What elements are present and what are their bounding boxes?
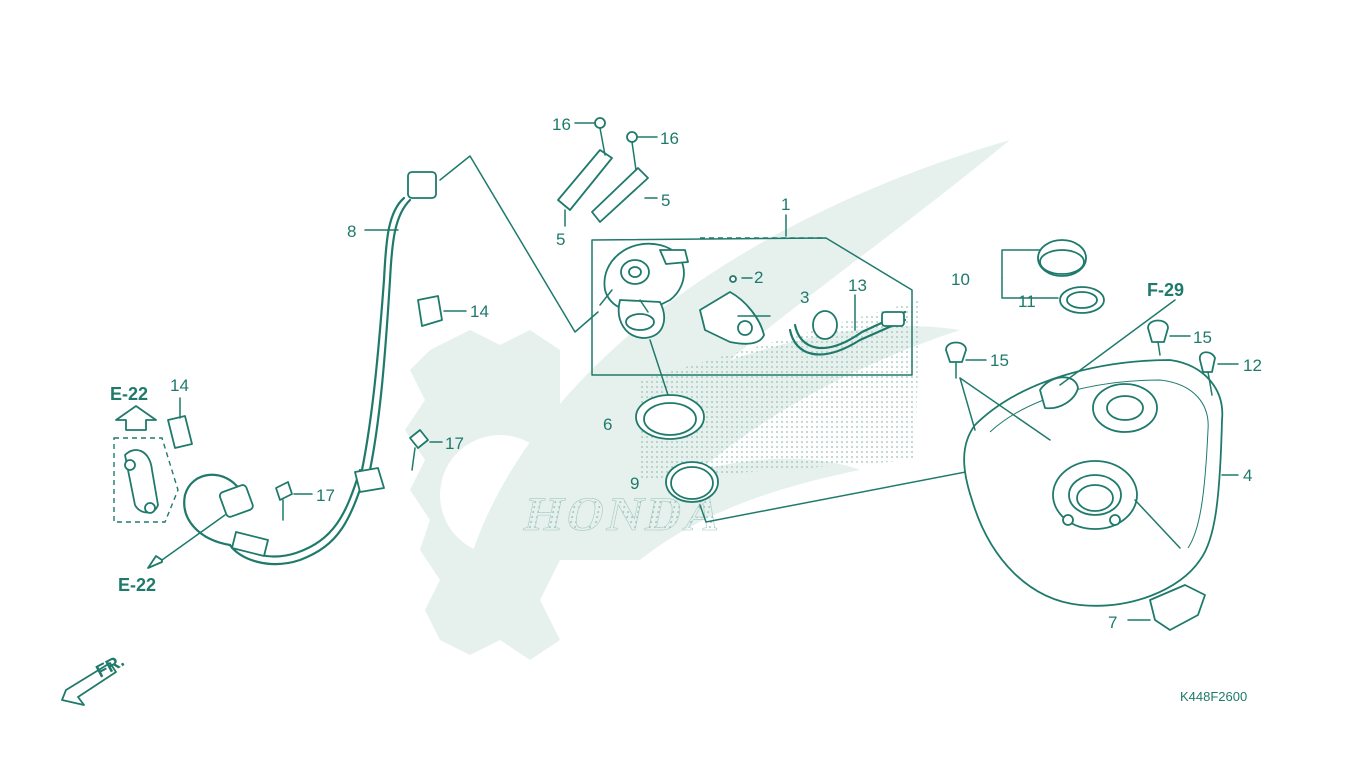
callout-15-right[interactable]: 15: [1193, 328, 1212, 347]
callout-12[interactable]: 12: [1243, 356, 1262, 375]
callout-15-left[interactable]: 15: [990, 351, 1009, 370]
tank-fasteners: [945, 299, 1239, 631]
reference-e22-bottom[interactable]: E-22: [118, 575, 156, 595]
fuel-filter-plate: [699, 275, 771, 345]
diagram-code: K448F2600: [1180, 689, 1247, 704]
callout-14-left[interactable]: 14: [170, 376, 189, 395]
fuel-pump-unit: [599, 242, 689, 339]
callout-17-upper[interactable]: 17: [445, 434, 464, 453]
e22-bracket: [113, 397, 226, 569]
callout-5-right[interactable]: 5: [661, 191, 670, 210]
fuel-cap-parts: [1001, 239, 1105, 314]
callout-9[interactable]: 9: [630, 474, 639, 493]
wire-harness: [788, 294, 907, 356]
callout-17-lower[interactable]: 17: [316, 486, 335, 505]
callout-3[interactable]: 3: [800, 288, 809, 307]
wing-watermark-icon: [470, 140, 1010, 560]
callout-1[interactable]: 1: [781, 195, 790, 214]
callout-16-left[interactable]: 16: [552, 115, 571, 134]
pump-seal-rings: [635, 339, 1086, 523]
callout-4[interactable]: 4: [1243, 466, 1252, 485]
front-arrow: [61, 662, 117, 706]
clip-plates: [557, 117, 658, 227]
callout-16-right[interactable]: 16: [660, 129, 679, 148]
fuel-pump-cable: [183, 155, 599, 566]
callout-13[interactable]: 13: [848, 276, 867, 295]
callout-2[interactable]: 2: [754, 268, 763, 287]
callout-8[interactable]: 8: [347, 222, 356, 241]
fuel-pump-assembly-box: [591, 214, 913, 376]
reference-e22-top[interactable]: E-22: [110, 384, 148, 404]
fuel-tank: [963, 359, 1239, 607]
callout-6[interactable]: 6: [603, 415, 612, 434]
honda-watermark: HONDA: [405, 140, 1010, 660]
reference-f29[interactable]: F-29: [1147, 280, 1184, 300]
callout-14-upper[interactable]: 14: [470, 302, 489, 321]
callout-5-lower[interactable]: 5: [556, 230, 565, 249]
callout-7[interactable]: 7: [1108, 613, 1117, 632]
callout-10[interactable]: 10: [951, 270, 970, 289]
callout-11[interactable]: 11: [1018, 292, 1036, 311]
